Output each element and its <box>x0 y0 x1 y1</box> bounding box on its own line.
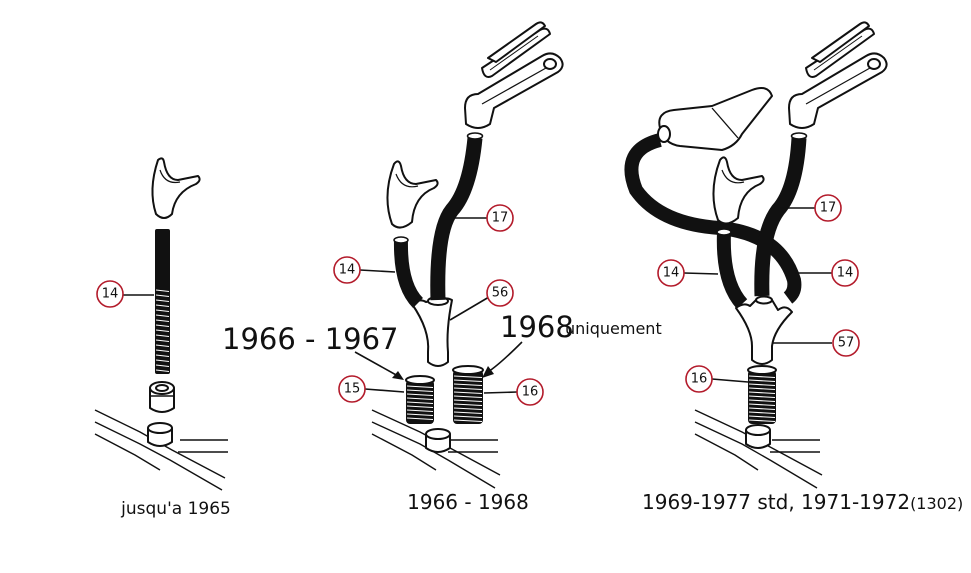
svg-text:14: 14 <box>102 287 119 302</box>
year-label-1966-1967: 1966 - 1967 <box>222 322 399 356</box>
connector-57 <box>735 295 793 365</box>
callout-17: 17 <box>814 194 842 222</box>
caption-until-1965: jusqu'a 1965 <box>120 499 231 519</box>
svg-text:14: 14 <box>837 266 854 281</box>
outlet-grille <box>805 21 875 78</box>
elbow-duct <box>788 52 888 129</box>
year-label-1968: 1968 <box>500 310 574 344</box>
svg-text:17: 17 <box>492 211 509 226</box>
svg-text:57: 57 <box>838 336 855 351</box>
callout-16: 16 <box>516 378 544 406</box>
callout-14: 14 <box>96 280 124 308</box>
callout-14: 14 <box>657 259 685 287</box>
hose-17 <box>430 132 484 301</box>
arrow-1968 <box>487 341 523 373</box>
defrost-funnel <box>657 87 773 151</box>
panel-until-1965: 14 <box>94 157 228 491</box>
y-connector-56 <box>411 296 453 367</box>
hose-14 <box>716 228 748 309</box>
callout-57: 57 <box>832 329 860 357</box>
hose-14 <box>155 229 170 374</box>
grommet <box>149 381 175 413</box>
caption-suffix: (1302) <box>910 494 963 513</box>
floor-stub <box>745 424 771 449</box>
callout-16: 16 <box>685 365 713 393</box>
uniquement-label: uniquement <box>565 319 662 338</box>
hose-14 <box>393 236 424 308</box>
caption-main: 1969-1977 std, 1971-1972 <box>642 490 910 514</box>
panel-1969-1977: 14 17 14 57 16 <box>624 21 888 489</box>
sleeve-16 <box>747 365 777 424</box>
sleeve-15 <box>405 375 435 424</box>
floor-stub <box>425 428 451 453</box>
callout-14: 14 <box>831 259 859 287</box>
callout-14: 14 <box>333 256 361 284</box>
arrow-1966-1967 <box>354 351 399 377</box>
svg-text:14: 14 <box>663 266 680 281</box>
vent-horn <box>712 156 765 225</box>
svg-text:16: 16 <box>691 372 708 387</box>
elbow-duct <box>464 52 564 129</box>
sleeve-16 <box>452 365 484 424</box>
svg-text:56: 56 <box>492 286 509 301</box>
caption-1969-1977: 1969-1977 std, 1971-1972(1302) <box>642 490 963 514</box>
vent-horn <box>386 160 439 229</box>
hose-14-crossing <box>624 133 802 304</box>
outlet-grille <box>481 21 551 78</box>
vent-horn <box>151 157 201 219</box>
svg-text:17: 17 <box>820 201 837 216</box>
caption-1966-1968: 1966 - 1968 <box>407 490 529 514</box>
svg-text:14: 14 <box>339 263 356 278</box>
floor-lines <box>94 409 228 491</box>
hose-17 <box>754 132 808 297</box>
callout-15: 15 <box>338 375 366 403</box>
callout-56: 56 <box>486 279 514 307</box>
svg-text:15: 15 <box>344 382 361 397</box>
floor-stub <box>147 422 173 447</box>
svg-text:16: 16 <box>522 385 539 400</box>
callout-17: 17 <box>486 204 514 232</box>
panel-1966-1968: 14 17 56 15 16 1966 - 1967 1968 uniqueme… <box>222 21 662 489</box>
